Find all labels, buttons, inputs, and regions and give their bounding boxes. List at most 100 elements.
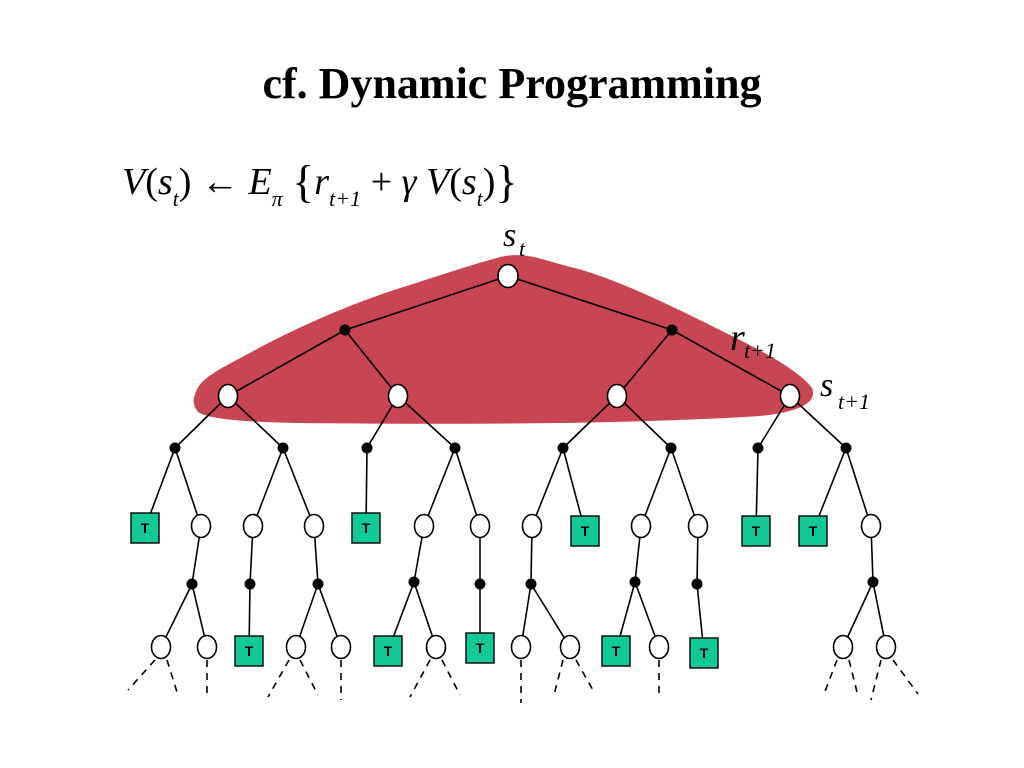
state-node — [303, 513, 325, 539]
action-node — [752, 442, 764, 454]
terminal-node: T — [798, 515, 828, 547]
terminal-box — [234, 635, 264, 667]
state-node — [217, 383, 239, 409]
terminal-node: T — [465, 632, 495, 664]
action-node — [666, 324, 678, 336]
action-node — [449, 442, 461, 454]
dp-backup-highlight — [193, 255, 814, 424]
eq-plus: + — [370, 161, 392, 203]
tree-edge — [344, 275, 509, 331]
action-node — [169, 442, 181, 454]
tree-edge — [670, 447, 699, 527]
eq-paren: ) — [178, 161, 192, 203]
continuation-edge — [441, 659, 461, 696]
root-state-sub: t — [519, 236, 526, 261]
terminal-box — [130, 512, 160, 544]
tree-edge — [227, 395, 284, 449]
next-state-sub: t+1 — [838, 389, 870, 414]
terminal-box — [601, 635, 631, 667]
terminal-node: T — [601, 635, 631, 667]
terminal-label: T — [809, 523, 818, 539]
state-node — [469, 513, 491, 539]
continuation-edge — [127, 659, 156, 691]
terminal-label: T — [476, 640, 485, 656]
eq-reward-var: r — [314, 161, 330, 203]
state-node — [860, 513, 882, 539]
eq-brace: } — [495, 156, 518, 207]
tree-edge — [397, 395, 456, 449]
terminal-node: T — [130, 512, 160, 544]
action-node — [186, 578, 198, 590]
backup-equation: V(st) ← Eπ {rt+1 + γ V(st)} — [122, 152, 542, 212]
tree-edge — [789, 395, 847, 449]
continuation-edge — [848, 659, 858, 693]
eq-state-sub: t — [476, 186, 483, 211]
continuation-edge — [267, 659, 290, 698]
state-node — [330, 634, 352, 660]
state-node — [425, 634, 447, 660]
terminal-label: T — [581, 523, 590, 539]
terminal-box — [570, 515, 600, 547]
eq-arrow: ← — [200, 161, 239, 203]
tree-edge — [423, 447, 456, 527]
state-node — [196, 634, 218, 660]
action-node — [867, 576, 879, 588]
action-node — [840, 442, 852, 454]
state-node — [521, 513, 543, 539]
state-node — [559, 634, 581, 660]
tree-edge — [671, 329, 791, 397]
tree-edge — [562, 395, 618, 449]
tree-edge — [616, 395, 672, 449]
eq-gamma: γ — [401, 161, 417, 203]
action-node — [312, 578, 324, 590]
eq-paren: ( — [449, 161, 462, 203]
terminal-label: T — [612, 643, 621, 659]
reward-sub: t+1 — [744, 338, 776, 363]
action-node — [691, 578, 703, 590]
eq-state-var: s — [461, 161, 477, 203]
action-node — [525, 578, 537, 590]
state-node — [150, 634, 172, 660]
terminal-label: T — [245, 643, 254, 659]
continuation-edge — [870, 659, 882, 701]
tree-edge — [640, 447, 672, 527]
terminal-box — [741, 515, 771, 547]
action-node — [665, 442, 677, 454]
terminal-box — [689, 637, 719, 669]
terminal-label: T — [362, 520, 371, 536]
action-node — [557, 442, 569, 454]
state-node — [648, 634, 670, 660]
slide-title: cf. Dynamic Programming — [262, 59, 762, 108]
action-node — [244, 578, 256, 590]
action-node — [408, 576, 420, 588]
eq-paren: ( — [145, 161, 158, 203]
root-state-label: s — [503, 217, 516, 254]
terminal-node: T — [689, 637, 719, 669]
continuation-edge — [166, 659, 178, 693]
terminal-box — [373, 635, 403, 667]
terminal-label: T — [384, 643, 393, 659]
state-node — [242, 513, 264, 539]
state-node — [606, 383, 628, 409]
state-node — [779, 383, 801, 409]
tree-edge — [531, 447, 564, 527]
tree-edge — [507, 275, 673, 331]
action-node — [277, 442, 289, 454]
tree-edge — [344, 329, 399, 397]
root-state-node — [497, 263, 519, 289]
terminal-node: T — [570, 515, 600, 547]
eq-reward-sub: t+1 — [329, 186, 362, 211]
tree-edge — [227, 329, 346, 397]
eq-state-var: s — [157, 161, 173, 203]
eq-policy-sub: π — [271, 186, 283, 211]
state-node — [832, 634, 854, 660]
state-node — [285, 634, 307, 660]
eq-state-sub: t — [172, 186, 179, 211]
terminal-node: T — [234, 635, 264, 667]
continuation-edge — [575, 659, 595, 693]
action-node — [474, 578, 486, 590]
action-node — [629, 576, 641, 588]
tree-edge — [252, 447, 284, 527]
